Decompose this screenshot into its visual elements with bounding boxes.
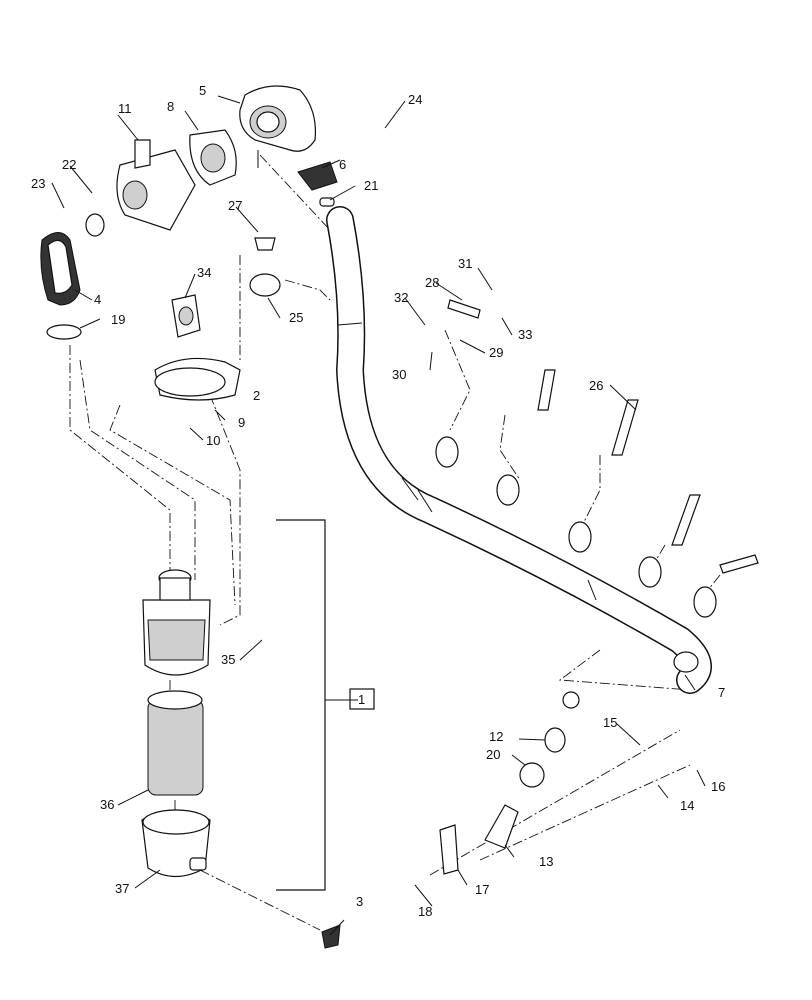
callout-29: 29 [489, 345, 503, 360]
callout-6: 6 [339, 157, 346, 172]
callout-10: 10 [206, 433, 220, 448]
nozzle [297, 161, 338, 191]
callout-20: 20 [486, 747, 500, 762]
callout-14: 14 [680, 798, 694, 813]
assembly-callout-box [349, 688, 375, 710]
filter-element [147, 690, 204, 796]
callout-24: 24 [408, 92, 422, 107]
callout-26: 26 [589, 378, 603, 393]
callout-8: 8 [167, 99, 174, 114]
callout-3: 3 [356, 894, 363, 909]
callout-16: 16 [711, 779, 725, 794]
air-cleaner-body [142, 569, 211, 676]
bowl [141, 809, 211, 878]
callout-2: 2 [253, 388, 260, 403]
callout-15: 15 [603, 715, 617, 730]
callout-30: 30 [392, 367, 406, 382]
hose [326, 206, 712, 694]
gasket-34 [171, 294, 201, 338]
leader-lines [51, 95, 706, 936]
callout-5: 5 [199, 83, 206, 98]
callout-21: 21 [364, 178, 378, 193]
blower-housing [239, 85, 317, 168]
callout-11: 11 [118, 101, 132, 116]
callout-13: 13 [539, 854, 553, 869]
callout-35: 35 [221, 652, 235, 667]
o-ring-25 [249, 273, 281, 297]
hose-ring-clamps [435, 436, 717, 618]
callout-25: 25 [289, 310, 303, 325]
callout-labels: 1 2 3 4 5 6 7 8 9 10 11 12 13 14 15 16 1… [31, 83, 725, 919]
callout-19: 19 [111, 312, 125, 327]
vacuator-valve [321, 924, 341, 949]
callout-27: 27 [228, 198, 242, 213]
adapter-housing [116, 139, 196, 231]
callout-18: 18 [418, 904, 432, 919]
callout-12: 12 [489, 729, 503, 744]
callout-28: 28 [425, 275, 439, 290]
hose-brackets [254, 237, 759, 574]
callout-7: 7 [718, 685, 725, 700]
callout-31: 31 [458, 256, 472, 271]
hose-fitting-12 [544, 691, 580, 753]
hose-adapter-13 [484, 804, 519, 849]
clamp-20 [519, 762, 545, 788]
assembly-centerlines [69, 129, 721, 931]
band-strap [154, 357, 241, 401]
callout-4: 4 [94, 292, 101, 307]
callout-34: 34 [197, 265, 211, 280]
callout-33: 33 [518, 327, 532, 342]
assembly-bracket [276, 519, 326, 891]
callout-32: 32 [394, 290, 408, 305]
bracket-17 [439, 824, 459, 875]
callout-23: 23 [31, 176, 45, 191]
callout-22: 22 [62, 157, 76, 172]
callout-37: 37 [115, 881, 129, 896]
hose-clamp-19 [46, 324, 82, 340]
clamp-22 [85, 213, 105, 237]
callout-9: 9 [238, 415, 245, 430]
callout-17: 17 [475, 882, 489, 897]
callout-1: 1 [358, 692, 365, 707]
callout-36: 36 [100, 797, 114, 812]
elbow [40, 232, 81, 306]
gasket-plate [189, 129, 237, 186]
